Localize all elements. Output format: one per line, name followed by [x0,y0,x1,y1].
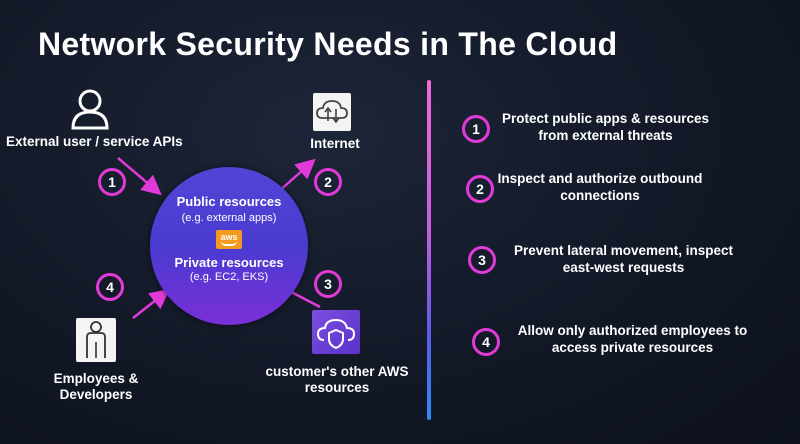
user-icon [71,89,109,130]
private-resources-title: Private resources [174,255,284,270]
arrow-4 [132,288,170,319]
aws-logo: aws [216,230,242,249]
cloud-shield-icon [316,318,356,350]
internet-label: Internet [310,136,360,151]
need-2-badge: 2 [466,175,494,203]
internet-icon-box [313,93,351,131]
employee-icon [86,321,106,358]
need-4-badge: 4 [472,328,500,356]
employees-icon-box [76,318,116,362]
need-2-line2: connections [560,188,640,203]
need-4-line1: Allow only authorized employees to [517,323,748,338]
need-2-text: Inspect and authorize outbound connectio… [490,170,710,204]
step-2-badge: 2 [314,168,342,196]
public-resources-title: Public resources [176,194,282,209]
need-1-text: Protect public apps & resources from ext… [488,110,723,144]
aws-resources-label-line1: customer's other AWS [265,364,409,379]
resources-circle: Public resources (e.g. external apps) aw… [150,167,308,325]
aws-logo-text: aws [220,232,238,242]
step-3-badge: 3 [314,270,342,298]
step-4-badge: 4 [96,273,124,301]
aws-resources-label-line2: resources [304,380,370,395]
need-3-line2: east-west requests [562,260,685,275]
need-3-line1: Prevent lateral movement, inspect [513,243,734,258]
need-1-line1: Protect public apps & resources [501,111,710,126]
employees-label-line1: Employees & [53,371,139,386]
need-2-line1: Inspect and authorize outbound [497,171,703,186]
external-user-label: External user / service APIs [6,134,183,149]
private-resources-sub: (e.g. EC2, EKS) [189,271,269,283]
employees-label-line2: Developers [59,387,133,402]
slide-title: Network Security Needs in The Cloud [38,26,618,62]
need-1-line2: from external threats [538,128,673,143]
cloud-icon [316,100,348,124]
need-1-badge: 1 [462,115,490,143]
aws-resources-icon-box [312,310,360,354]
arrow-2 [277,158,316,193]
public-resources-sub: (e.g. external apps) [181,212,277,224]
step-1-badge: 1 [98,168,126,196]
arrow-1 [117,157,162,196]
need-4-text: Allow only authorized employees to acces… [500,322,765,356]
need-3-text: Prevent lateral movement, inspect east-w… [496,242,751,276]
need-4-line2: access private resources [551,340,714,355]
need-3-badge: 3 [468,246,496,274]
divider-line [427,80,431,420]
